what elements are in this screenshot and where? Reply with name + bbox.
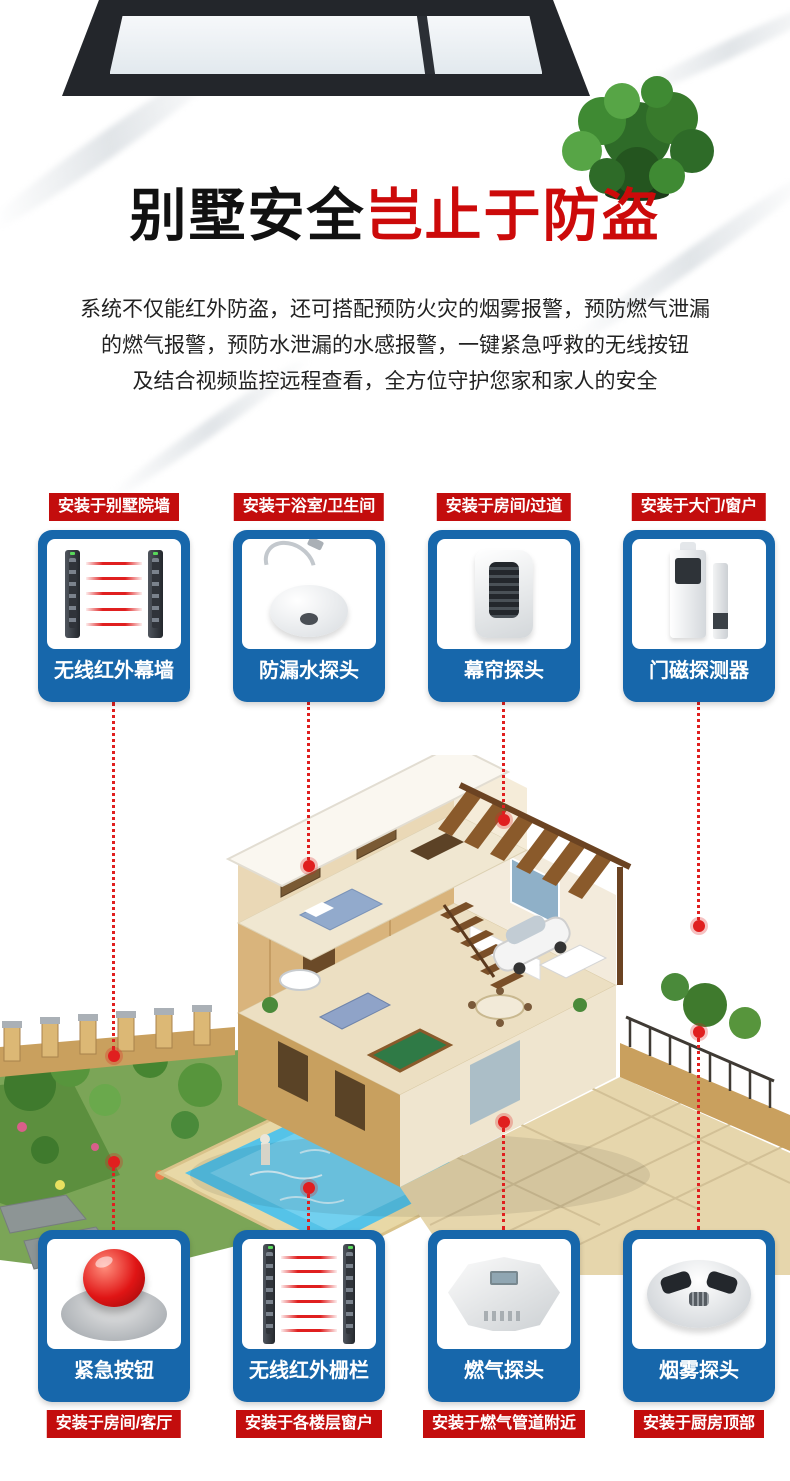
product-image [632,1239,766,1349]
intro-text-line: 及结合视频监控远程查看，全方位守护您家和家人的安全 [132,370,658,393]
product-name: 幕帘探头 [464,660,544,682]
product-image [47,539,181,649]
install-location-label: 安装于房间/过道 [436,493,572,521]
intro-text-line: 系统不仅能红外防盗，还可搭配预防火灾的烟雾报警，预防燃气泄漏 [80,298,710,321]
connector-line [502,702,505,814]
title-red: 岂止于防盗 [365,184,661,248]
install-location-label: 安装于各楼层窗户 [235,1410,383,1438]
install-location-label: 安装于别墅院墙 [48,493,180,521]
page-title: 别墅安全岂止于防盗 [0,184,790,248]
water-leak-sensor-icon [242,539,376,649]
product-image [437,1239,571,1349]
product-card-box: 烟雾探头 [623,1230,775,1402]
product-name: 紧急按钮 [74,1360,154,1382]
infrared-fence-icon [242,1239,376,1349]
infrared-curtain-icon [47,539,181,649]
product-name: 防漏水探头 [259,660,359,682]
product-name: 烟雾探头 [659,1360,739,1382]
location-marker-dot [108,1156,120,1168]
product-image [242,539,376,649]
product-image [437,539,571,649]
product-card-water-leak: 安装于浴室/卫生间 防漏水探头 [233,493,385,702]
product-card-box: 无线红外栅栏 [233,1230,385,1402]
location-marker-dot [303,860,315,872]
intro-paragraph: 系统不仅能红外防盗，还可搭配预防火灾的烟雾报警，预防燃气泄漏 的燃气报警，预防水… [40,292,750,400]
location-marker-dot [303,1182,315,1194]
product-card-box: 防漏水探头 [233,530,385,702]
install-location-label: 安装于大门/窗户 [631,493,767,521]
product-card-curtain-detector: 安装于房间/过道 幕帘探头 [428,493,580,702]
skylight-pane [109,16,543,74]
product-card-box: 燃气探头 [428,1230,580,1402]
connector-line [697,1038,700,1230]
product-card-infrared-curtain: 安装于别墅院墙 无线红外幕墙 [38,493,190,702]
gas-detector-icon [437,1239,571,1349]
product-name: 无线红外栅栏 [249,1360,369,1382]
product-image [242,1239,376,1349]
product-image [47,1239,181,1349]
connector-line [112,1168,115,1230]
product-card-emergency-button: 紧急按钮 安装于房间/客厅 [38,1230,190,1438]
connector-line [307,702,310,860]
product-card-box: 门磁探测器 [623,530,775,702]
product-card-smoke-detector: 烟雾探头 安装于厨房顶部 [623,1230,775,1438]
curtain-detector-icon [437,539,571,649]
title-black: 别墅安全 [129,184,366,248]
install-location-label: 安装于房间/客厅 [46,1410,182,1438]
emergency-button-icon [47,1239,181,1349]
product-card-box: 紧急按钮 [38,1230,190,1402]
location-marker-dot [693,1026,705,1038]
location-marker-dot [498,1116,510,1128]
product-card-gas-detector: 燃气探头 安装于燃气管道附近 [422,1230,586,1438]
smoke-detector-icon [632,1239,766,1349]
connector-line [502,1128,505,1230]
product-name: 燃气探头 [464,1360,544,1382]
skylight-window [62,0,590,96]
connector-line [697,702,700,920]
install-location-label: 安装于燃气管道附近 [422,1410,586,1438]
product-name: 无线红外幕墙 [54,660,174,682]
product-image [632,539,766,649]
location-marker-dot [108,1050,120,1062]
product-card-box: 幕帘探头 [428,530,580,702]
plant-decoration [562,76,714,201]
product-name: 门磁探测器 [649,660,749,682]
villa-illustration [0,755,790,1275]
install-location-label: 安装于厨房顶部 [633,1410,765,1438]
connector-line [307,1194,310,1230]
product-card-infrared-fence: 无线红外栅栏 安装于各楼层窗户 [233,1230,385,1438]
location-marker-dot [693,920,705,932]
connector-line [112,702,115,1050]
door-magnet-icon [632,539,766,649]
location-marker-dot [498,814,510,826]
product-card-door-magnet: 安装于大门/窗户 门磁探测器 [623,493,775,702]
product-card-box: 无线红外幕墙 [38,530,190,702]
intro-text-line: 的燃气报警，预防水泄漏的水感报警，一键紧急呼救的无线按钮 [101,334,689,357]
install-location-label: 安装于浴室/卫生间 [233,493,385,521]
